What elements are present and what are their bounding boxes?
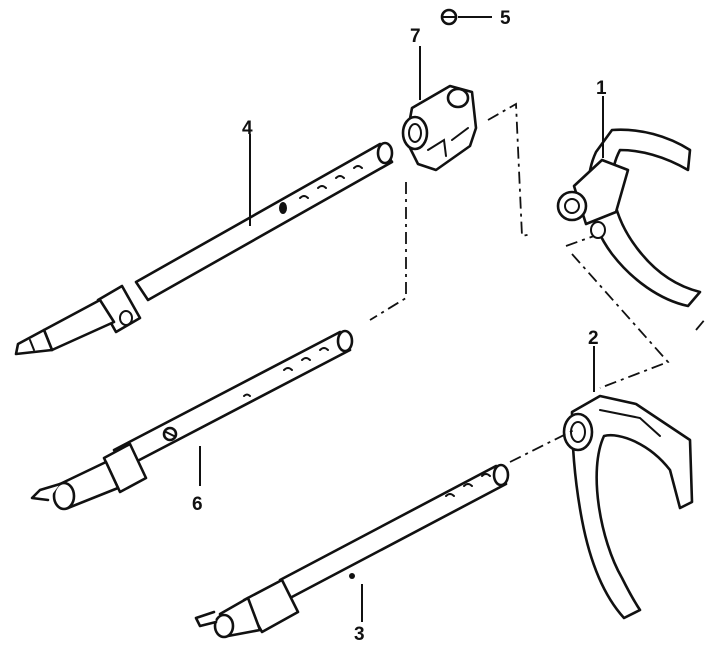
assembly-lines [369, 102, 707, 463]
callout-2: 2 [588, 328, 599, 349]
part-1-shift-fork [556, 96, 702, 308]
part-6-shift-rod [30, 329, 354, 511]
part-5-plug [440, 8, 492, 26]
part-4-shift-rod [14, 134, 394, 356]
callout-5: 5 [500, 8, 511, 29]
callout-7: 7 [410, 26, 421, 47]
callout-6: 6 [192, 494, 203, 515]
callout-1: 1 [596, 78, 607, 99]
callout-4: 4 [242, 118, 253, 139]
part-7-shift-block [401, 46, 478, 172]
part-2-shift-fork [562, 346, 694, 620]
part-3-shift-rod [194, 463, 510, 639]
callout-3: 3 [354, 624, 365, 645]
